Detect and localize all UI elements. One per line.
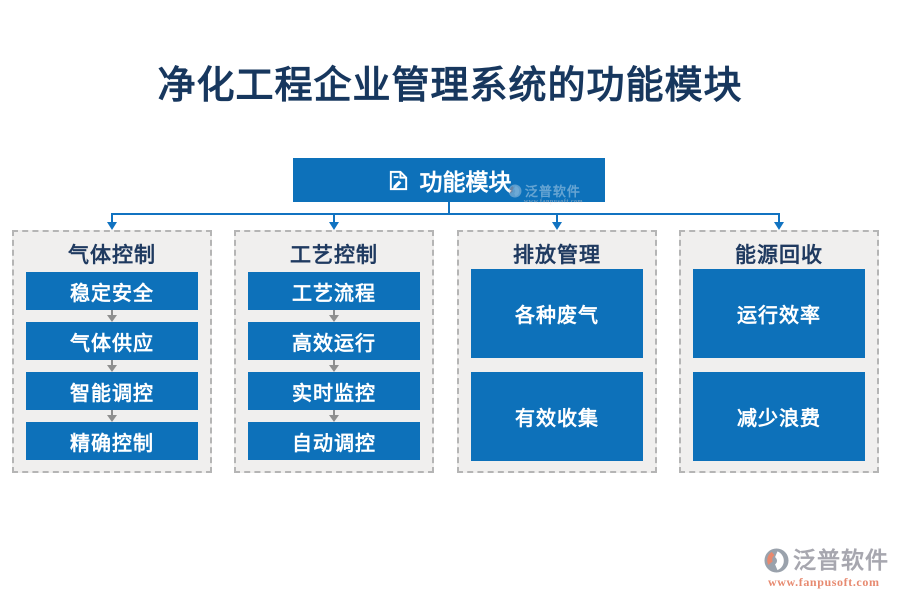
edit-document-icon bbox=[387, 169, 410, 192]
connector-horizontal-line bbox=[111, 213, 780, 215]
column-title: 工艺控制 bbox=[290, 243, 378, 267]
watermark: 泛普软件 www.fanpusoft.com bbox=[508, 184, 583, 205]
module-item: 减少浪费 bbox=[693, 372, 865, 461]
connector-stub bbox=[448, 202, 450, 214]
brand-name: 泛普软件 bbox=[793, 548, 889, 573]
arrow-down-icon bbox=[107, 222, 117, 230]
down-arrow-icon bbox=[107, 360, 117, 372]
column-emission-management: 排放管理 各种废气 有效收集 bbox=[457, 230, 657, 473]
watermark-name: 泛普软件 bbox=[524, 183, 581, 199]
column-title: 气体控制 bbox=[68, 243, 156, 267]
down-arrow-icon bbox=[329, 360, 339, 372]
column-title: 能源回收 bbox=[735, 243, 823, 267]
column-energy-recovery: 能源回收 运行效率 减少浪费 bbox=[679, 230, 879, 473]
connector-drop-2 bbox=[333, 214, 335, 223]
arrow-down-icon bbox=[774, 222, 784, 230]
column-gas-control: 气体控制 稳定安全 气体供应 智能调控 精确控制 bbox=[12, 230, 212, 473]
module-item: 稳定安全 bbox=[26, 272, 198, 310]
brand-logo: 泛普软件 www.fanpusoft.com bbox=[764, 548, 889, 590]
module-item: 运行效率 bbox=[693, 269, 865, 358]
root-node-label: 功能模块 bbox=[419, 170, 512, 195]
column-title: 排放管理 bbox=[513, 243, 601, 267]
down-arrow-icon bbox=[329, 410, 339, 422]
connector-drop-3 bbox=[556, 214, 558, 223]
module-item: 智能调控 bbox=[26, 372, 198, 410]
page-title: 净化工程企业管理系统的功能模块 bbox=[157, 65, 743, 107]
down-arrow-icon bbox=[329, 310, 339, 322]
module-item: 实时监控 bbox=[248, 372, 420, 410]
connector-drop-4 bbox=[778, 214, 780, 223]
module-item: 工艺流程 bbox=[248, 272, 420, 310]
connector-drop-1 bbox=[111, 214, 113, 223]
down-arrow-icon bbox=[107, 410, 117, 422]
module-item: 各种废气 bbox=[471, 269, 643, 358]
brand-url: www.fanpusoft.com bbox=[768, 575, 880, 589]
column-process-control: 工艺控制 工艺流程 高效运行 实时监控 自动调控 bbox=[234, 230, 434, 473]
fanpu-logo-icon bbox=[508, 184, 522, 198]
watermark-url: www.fanpusoft.com bbox=[523, 199, 583, 205]
module-item: 高效运行 bbox=[248, 322, 420, 360]
module-item: 精确控制 bbox=[26, 422, 198, 460]
fanpu-logo-icon bbox=[764, 548, 789, 573]
down-arrow-icon bbox=[107, 310, 117, 322]
module-item: 气体供应 bbox=[26, 322, 198, 360]
arrow-down-icon bbox=[552, 222, 562, 230]
arrow-down-icon bbox=[329, 222, 339, 230]
root-node: 功能模块 泛普软件 www.fanpusoft.com bbox=[293, 158, 605, 205]
module-item: 有效收集 bbox=[471, 372, 643, 461]
module-item: 自动调控 bbox=[248, 422, 420, 460]
